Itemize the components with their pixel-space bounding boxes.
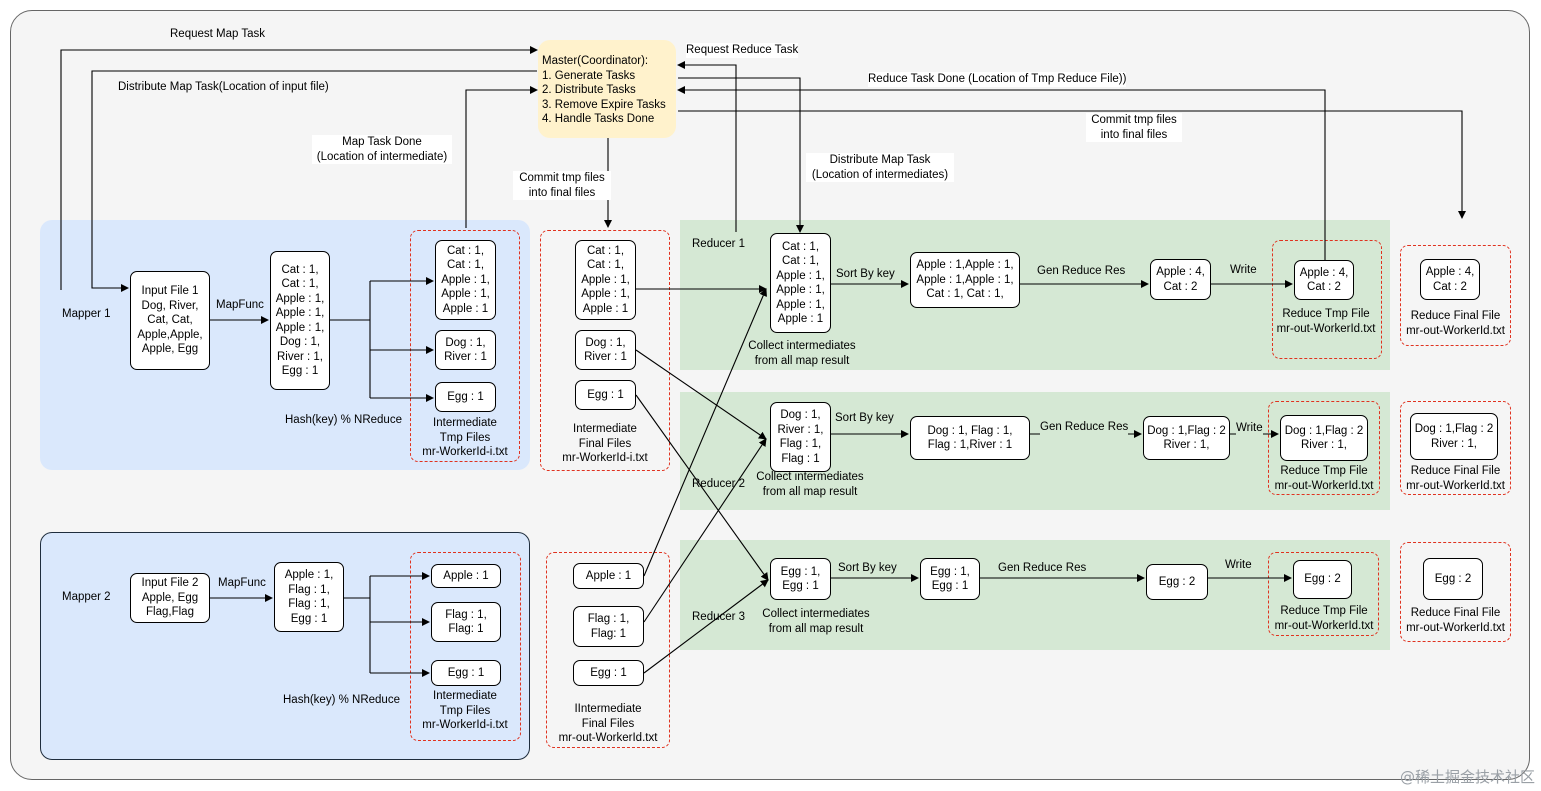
master-coordinator: Master(Coordinator): 1. Generate Tasks 2… [538,40,676,138]
final1-bucket-1: Cat : 1, Cat : 1, Apple : 1, Apple : 1, … [575,240,636,320]
reducer1-result: Apple : 4, Cat : 2 [1150,259,1211,300]
mapper2-title: Mapper 2 [62,591,111,603]
reducer3-final-file-group [1400,542,1511,642]
reducer2-tmp-file-group [1268,401,1380,495]
request-reduce-task-arrow [677,61,737,232]
final1-label: Intermediate Final Files mr-WorkerId-i.t… [562,423,648,464]
watermark: @稀土掘金技术社区 [1399,768,1535,786]
reducer3-write-label: Write [1225,558,1252,573]
reducer3-sort-label: Sort By key [838,561,897,576]
mapper2-input-file: Input File 2 Apple, Egg Flag,Flag [130,573,210,623]
reducer1-tmp-file-group [1272,240,1382,359]
reducer2-sorted: Dog : 1, Flag : 1, Flag : 1,River : 1 [910,416,1030,460]
mapper1-bucket-3: Egg : 1 [435,382,496,412]
reducer2-sort-label: Sort By key [835,411,894,426]
reducer1-final-file-group [1400,245,1511,346]
reducer3-collect-label: Collect intermediates from all map resul… [762,608,870,635]
commit-mid-label: Commit tmp files into final files [513,171,611,200]
reduce-task-done-label: Reduce Task Done (Location of Tmp Reduce… [868,72,1127,87]
reducer3-tmp-file-group [1268,552,1379,636]
distribute-to-reducer-arrow [678,77,804,233]
reducer2-final-file: Dog : 1,Flag : 2 River : 1, [1410,413,1498,460]
reducer3-gen-label: Gen Reduce Res [998,561,1087,576]
distribute-map-task-arrow [91,70,537,292]
reducer2-title: Reducer 2 [692,478,746,490]
reducer3-title: Reducer 3 [692,611,746,623]
map-task-done-arrow [465,86,538,228]
reducer3-tmp-file: Egg : 2 [1293,560,1352,599]
map-task-done-label: Map Task Done (Location of intermediate) [312,135,452,164]
mapper1-title: Mapper 1 [62,308,111,320]
final2-bucket-3: Egg : 1 [573,660,644,686]
reducer1-sorted: Apple : 1,Apple : 1, Apple : 1,Apple : 1… [910,252,1020,308]
reducer1-write-label: Write [1230,263,1257,278]
m1-hash-split [330,281,371,398]
mapper1-bucket-2: Dog : 1, River : 1 [435,330,496,370]
reducer2-tmp-file: Dog : 1,Flag : 2 River : 1, [1280,415,1368,461]
reducer1-tmp-file-label: Reduce Tmp File mr-out-WorkerId.txt [1276,308,1376,335]
mapper1-tmp-files-group [410,230,520,462]
final2-bucket-2: Flag : 1, Flag: 1 [573,606,644,647]
reducer3-final-file: Egg : 2 [1423,558,1483,600]
mapper2-mapfunc-label: MapFunc [218,577,266,589]
commit-right-label: Commit tmp files into final files [1086,113,1182,142]
distribute-to-reducer-label: Distribute Map Task (Location of interme… [806,153,954,182]
reducer1-title: Reducer 1 [692,238,746,250]
reducer3-tmp-file-label: Reduce Tmp File mr-out-WorkerId.txt [1274,605,1374,632]
mapper2-bucket-1: Apple : 1 [431,564,501,588]
distribute-map-task-label: Distribute Map Task(Location of input fi… [118,81,329,93]
reducer2-write-label: Write [1236,421,1263,436]
mapper1-mapfunc-label: MapFunc [216,299,264,311]
mapper1-kv-pairs: Cat : 1, Cat : 1, Apple : 1, Apple : 1, … [270,251,330,390]
mapper1-hash-label: Hash(key) % NReduce [285,414,402,426]
mapper2-kv-pairs: Apple : 1, Flag : 1, Flag : 1, Egg : 1 [274,562,344,632]
final2-bucket-1: Apple : 1 [573,563,644,589]
final2-label: IIntermediate Final Files mr-out-WorkerI… [558,703,658,744]
final1-bucket-3: Egg : 1 [575,380,636,410]
mapper1-input-file: Input File 1 Dog, River, Cat, Cat, Apple… [130,271,210,370]
m2-hash-split [344,576,371,673]
reducer2-final-file-group [1400,401,1511,495]
reducer2-collect-label: Collect intermediates from all map resul… [756,471,864,498]
commit-right-arrow [678,110,1466,219]
mapper1-tmp-files-label: Intermediate Tmp Files mr-WorkerId-i.txt [422,417,508,458]
reducer1-tmp-file: Apple : 4, Cat : 2 [1294,260,1354,300]
reducer1-final-file: Apple : 4, Cat : 2 [1420,259,1480,300]
reducer2-collected: Dog : 1, River : 1, Flag : 1, Flag : 1 [770,402,831,472]
reducer3-final-file-label: Reduce Final File mr-out-WorkerId.txt [1406,607,1505,634]
final-files-group-1 [540,230,670,471]
reducer2-result: Dog : 1,Flag : 2 River : 1, [1143,416,1230,460]
request-map-task-arrow [60,46,538,290]
final1-bucket-2: Dog : 1, River : 1 [575,330,636,370]
reducer1-collected: Cat : 1, Cat : 1, Apple : 1, Apple : 1, … [770,233,831,333]
mapper2-bucket-3: Egg : 1 [431,660,501,686]
reduce-task-done-arrow [677,86,1326,260]
final-files-group-2 [546,552,670,748]
reducer1-sort-label: Sort By key [836,267,895,282]
mapper2-tmp-files-group [410,552,521,741]
reducer2-final-file-label: Reduce Final File mr-out-WorkerId.txt [1406,465,1505,492]
mapper2-bucket-2: Flag : 1, Flag: 1 [431,602,501,642]
mapper2-tmp-files-label: Intermediate Tmp Files mr-WorkerId-i.txt [422,690,508,731]
reducer2-tmp-file-label: Reduce Tmp File mr-out-WorkerId.txt [1274,465,1374,492]
mapper1-bucket-1: Cat : 1, Cat : 1, Apple : 1, Apple : 1, … [435,240,496,320]
reducer1-gen-label: Gen Reduce Res [1037,264,1126,279]
reducer1-final-file-label: Reduce Final File mr-out-WorkerId.txt [1406,310,1505,337]
reducer3-sorted: Egg : 1, Egg : 1 [920,558,980,600]
reducer1-collect-label: Collect intermediates from all map resul… [748,340,856,367]
reducer3-result: Egg : 2 [1146,564,1208,600]
reducer3-collected: Egg : 1, Egg : 1 [770,558,831,600]
request-reduce-task-label: Request Reduce Task [686,43,799,58]
reducer2-gen-label: Gen Reduce Res [1040,420,1129,435]
mapper2-hash-label: Hash(key) % NReduce [283,694,400,706]
request-map-task-label: Request Map Task [170,28,266,40]
